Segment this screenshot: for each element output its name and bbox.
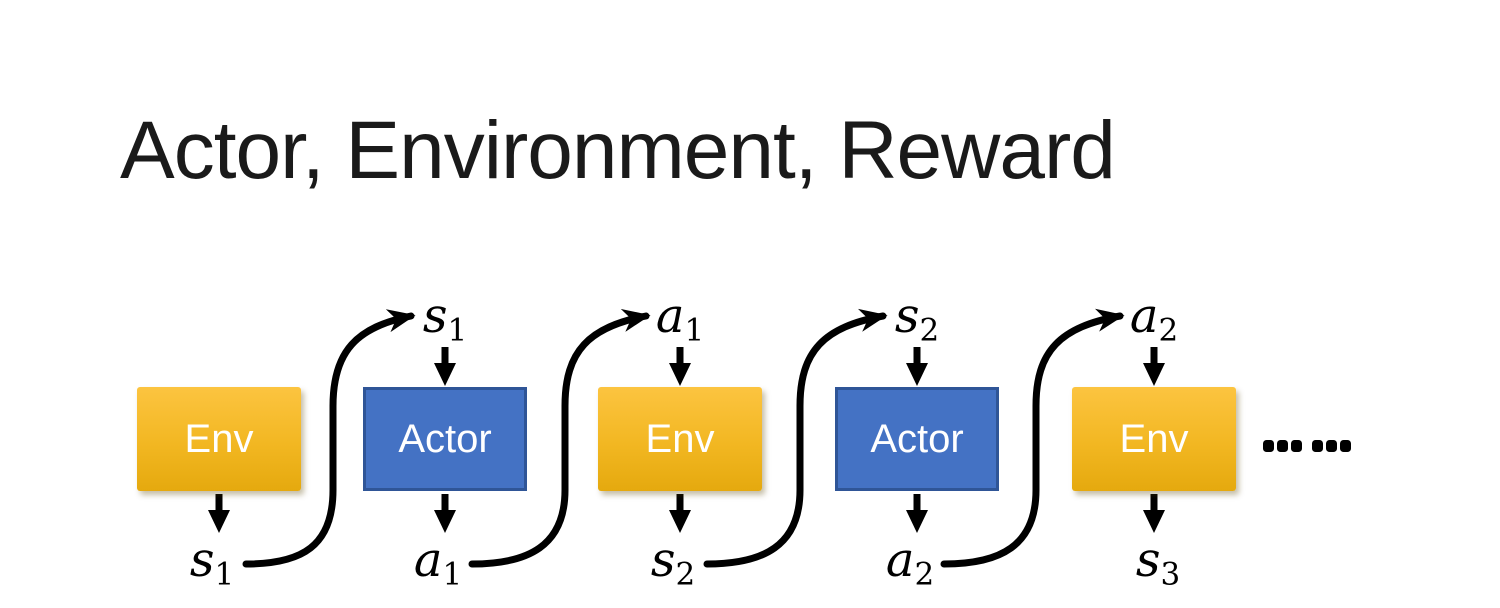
bottom-label-a1: a1 [414, 536, 462, 590]
top-label-a2-sub: 2 [1158, 312, 1179, 349]
ellipsis-dot [1326, 440, 1337, 452]
bottom-label-s2-base: s [650, 532, 676, 588]
page-title: Actor, Environment, Reward [120, 105, 1116, 196]
bottom-label-a2-base: a [885, 532, 915, 588]
bottom-label-a1-sub: 1 [442, 556, 463, 593]
output-arrowhead-env2 [669, 510, 691, 533]
ellipsis-dot [1312, 440, 1323, 452]
env-box-1-label: Env [184, 417, 254, 461]
top-label-a1: a1 [656, 292, 704, 346]
curve-arrow-a1 [468, 308, 651, 568]
bottom-label-a1-base: a [413, 532, 443, 588]
top-label-s2-base: s [894, 288, 920, 344]
bottom-label-s3: s3 [1136, 536, 1180, 590]
bottom-label-s1-sub: 1 [214, 556, 235, 593]
curve-arrow-a2 [940, 308, 1125, 568]
env-box-2: Env [598, 387, 762, 491]
actor-box-2-label: Actor [870, 417, 964, 461]
output-arrowhead-env3 [1143, 510, 1165, 533]
ellipsis-dots [1263, 439, 1354, 453]
ellipsis-dot [1263, 440, 1274, 452]
bottom-label-a2: a2 [886, 536, 934, 590]
ellipsis-dot [1291, 440, 1302, 452]
bottom-label-s2: s2 [651, 536, 695, 590]
top-label-a1-base: a [655, 288, 685, 344]
actor-box-1-label: Actor [398, 417, 492, 461]
bottom-label-a2-sub: 2 [914, 556, 935, 593]
output-arrowhead-actor2 [906, 510, 928, 533]
ellipsis-dot [1277, 440, 1288, 452]
env-box-3: Env [1072, 387, 1236, 491]
curve-arrow-s1 [242, 309, 416, 568]
env-box-3-label: Env [1119, 417, 1189, 461]
output-arrowhead-actor1 [434, 510, 456, 533]
top-label-a1-sub: 1 [684, 312, 705, 349]
ellipsis-dot [1340, 440, 1351, 452]
bottom-label-s1: s1 [190, 536, 234, 590]
env-box-1: Env [137, 387, 301, 491]
top-label-a2-base: a [1129, 288, 1159, 344]
top-label-a2: a2 [1130, 292, 1178, 346]
bottom-label-s1-base: s [189, 532, 215, 588]
input-arrowhead-env2 [669, 363, 691, 386]
bottom-label-s3-sub: 3 [1160, 556, 1181, 593]
input-arrowhead-actor2 [906, 363, 928, 386]
input-arrowhead-actor1 [434, 363, 456, 386]
top-label-s1-sub: 1 [447, 312, 468, 349]
curve-arrow-s2 [703, 308, 888, 568]
output-arrowhead-env1 [208, 510, 230, 533]
input-arrowhead-env3 [1143, 363, 1165, 386]
top-label-s2: s2 [895, 292, 939, 346]
top-label-s2-sub: 2 [919, 312, 940, 349]
actor-box-1: Actor [363, 387, 527, 491]
top-label-s1: s1 [423, 292, 467, 346]
env-box-2-label: Env [645, 417, 715, 461]
actor-box-2: Actor [835, 387, 999, 491]
bottom-label-s3-base: s [1135, 532, 1161, 588]
bottom-label-s2-sub: 2 [675, 556, 696, 593]
top-label-s1-base: s [422, 288, 448, 344]
